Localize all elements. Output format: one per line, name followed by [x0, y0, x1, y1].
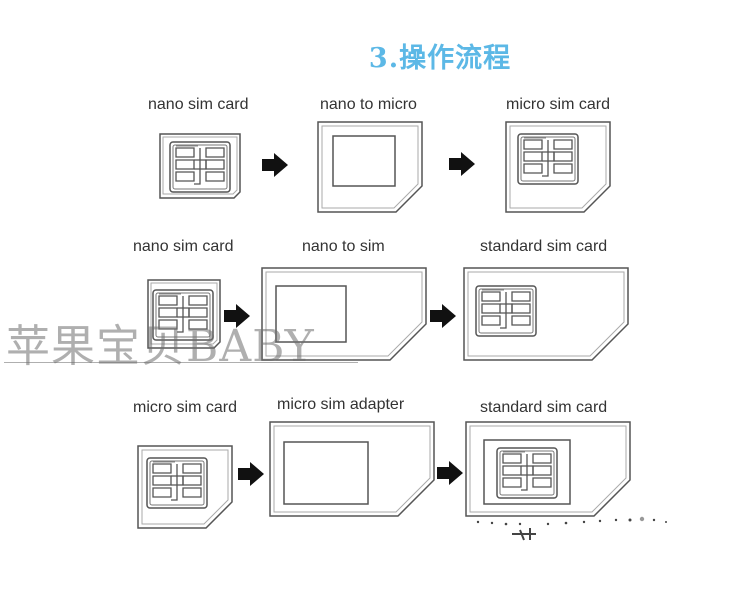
row2-arrow-2 [430, 304, 456, 328]
sparkle-decoration [476, 516, 667, 541]
row3-label-micro-sim-card: micro sim card [133, 399, 238, 416]
row1-label-nano-to-micro: nano to micro [320, 96, 417, 113]
row3-label-standard-sim-card: standard sim card [480, 399, 608, 416]
row2-nano-sim-card [147, 279, 221, 349]
row1-label-micro-sim-card: micro sim card [506, 96, 611, 113]
watermark-underline [4, 362, 358, 363]
row2-standard-sim-card [463, 267, 629, 361]
row3-micro-sim-adapter [269, 421, 435, 517]
row1-nano-to-micro-adapter [317, 121, 423, 213]
row3-standard-sim-card [465, 421, 631, 517]
row1-nano-sim-card [159, 133, 241, 199]
row3-label-micro-sim-adapter: micro sim adapter [277, 396, 405, 413]
row1-label-nano-sim-card: nano sim card [148, 96, 249, 113]
row2-label-nano-sim-card: nano sim card [133, 238, 234, 255]
watermark-text: 苹果宝贝BABY [6, 321, 315, 372]
row1-micro-sim-card [505, 121, 611, 213]
row2-label-nano-to-sim: nano to sim [302, 238, 385, 255]
row3-arrow-2 [437, 461, 463, 485]
row1-arrow-1 [262, 153, 288, 177]
page-title: 3.操作流程 [368, 43, 512, 74]
row3-arrow-1 [238, 462, 264, 486]
row2-nano-to-sim-adapter [261, 267, 427, 361]
row3-micro-sim-card [137, 445, 233, 529]
row1-arrow-2 [449, 152, 475, 176]
row2-label-standard-sim-card: standard sim card [480, 238, 608, 255]
